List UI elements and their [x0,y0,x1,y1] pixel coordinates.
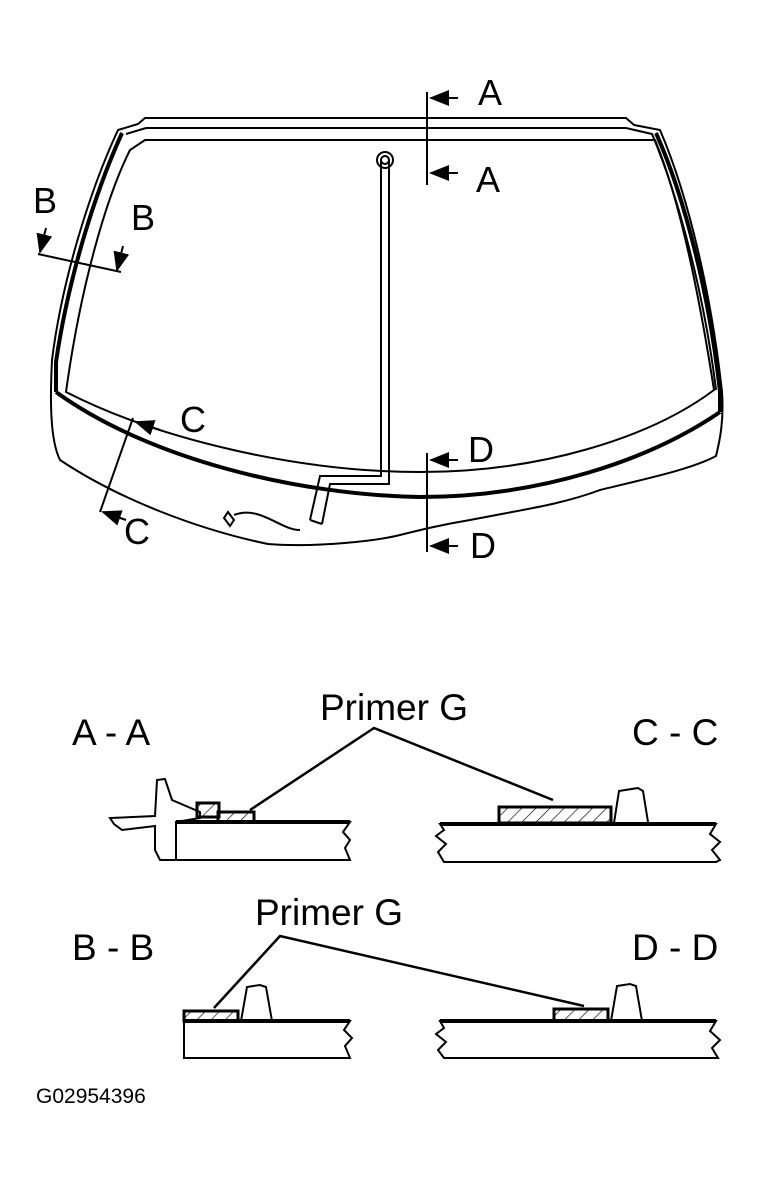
windshield-outer-body [49,117,724,547]
label-a-top: A [478,72,502,113]
leader-lines-bottom [213,934,585,1009]
arrow-b-left [36,227,53,254]
primer-g-callout-top: Primer G [320,687,468,728]
antenna-lead [222,510,301,531]
primer-g-callout-bottom: Primer G [255,892,403,933]
windshield-overview: A A B B C C D D [33,72,724,566]
antenna-wire [309,160,390,525]
title-section-aa: A - A [72,712,150,753]
label-c-top: C [180,399,206,440]
windshield-frame-line [125,127,717,391]
section-aa-drawing [108,777,352,861]
windshield-frame-right [654,132,722,412]
title-section-dd: D - D [632,927,718,968]
antenna-connector [376,151,394,169]
title-section-bb: B - B [72,927,154,968]
figure-code: G02954396 [36,1085,146,1108]
section-line-b [37,253,122,273]
section-bb-drawing [182,983,354,1059]
arrow-b-right [113,245,130,272]
section-line-c [99,417,134,513]
label-d-bottom: D [470,525,496,566]
arrow-c-top [134,420,161,436]
windshield-glass [64,139,716,474]
label-d-top: D [468,429,494,470]
leader-lines-top [249,726,554,812]
label-b-right: B [131,197,155,238]
label-b-left: B [33,180,57,221]
section-dd-drawing [434,982,722,1059]
arrow-c-bottom [101,510,127,526]
label-a-bottom: A [476,159,500,200]
antenna-connector-inner [380,155,390,165]
windshield-frame-left [54,132,124,392]
label-c-bottom: C [124,511,150,552]
title-section-cc: C - C [632,712,718,753]
lower-molding [54,390,722,500]
section-cc-drawing [434,786,722,863]
